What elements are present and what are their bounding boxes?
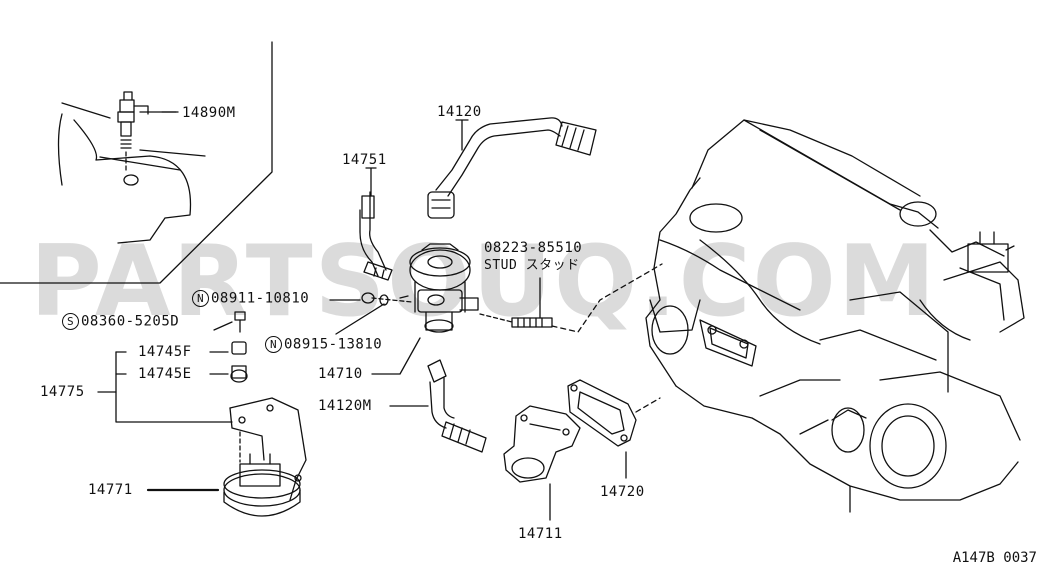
- label-14745F: 14745F: [138, 344, 192, 360]
- engine-block: [645, 119, 1025, 513]
- label-14745E: 14745E: [138, 366, 192, 382]
- dash-line: [371, 297, 413, 303]
- washer-line: [399, 295, 409, 299]
- label-14710: 14710: [318, 366, 363, 382]
- s-mark: S: [62, 313, 79, 330]
- stud-08223: [479, 263, 663, 333]
- washer-08915: [379, 294, 389, 306]
- label-14120: 14120: [437, 104, 482, 120]
- inset-border: [0, 41, 273, 284]
- label-stud-part: 08223-85510: [484, 240, 583, 256]
- egr-valve-14710: [409, 243, 479, 333]
- nut-08911: [361, 292, 375, 304]
- leader-08360: [213, 321, 233, 331]
- label-14751: 14751: [342, 152, 387, 168]
- gasket-14720: [567, 379, 661, 479]
- adapter-14711: [503, 405, 581, 521]
- label-14711: 14711: [518, 526, 563, 542]
- leader-14710: [371, 337, 421, 375]
- part-08911: 08911-10810: [211, 290, 310, 307]
- part-08915: 08915-13810: [284, 336, 383, 353]
- label-stud-text: STUD スタッド: [484, 258, 580, 273]
- label-14890M: 14890M: [182, 105, 236, 121]
- diagram-code: A147B 0037: [952, 550, 1037, 566]
- n-mark: N: [192, 290, 209, 307]
- label-14771: 14771: [88, 482, 133, 498]
- leader-08915: [335, 303, 385, 335]
- n-mark: N: [265, 336, 282, 353]
- label-14120M: 14120M: [318, 398, 372, 414]
- part-08360: 08360-5205D: [81, 313, 180, 330]
- pipe-14120M: [389, 359, 487, 453]
- bracket-assembly: [97, 311, 307, 517]
- label-14720: 14720: [600, 484, 645, 500]
- hose-14751: [359, 167, 393, 281]
- label-14775: 14775: [40, 384, 85, 400]
- inset-valve-cover: [57, 91, 206, 244]
- pipe-14120: [427, 117, 597, 219]
